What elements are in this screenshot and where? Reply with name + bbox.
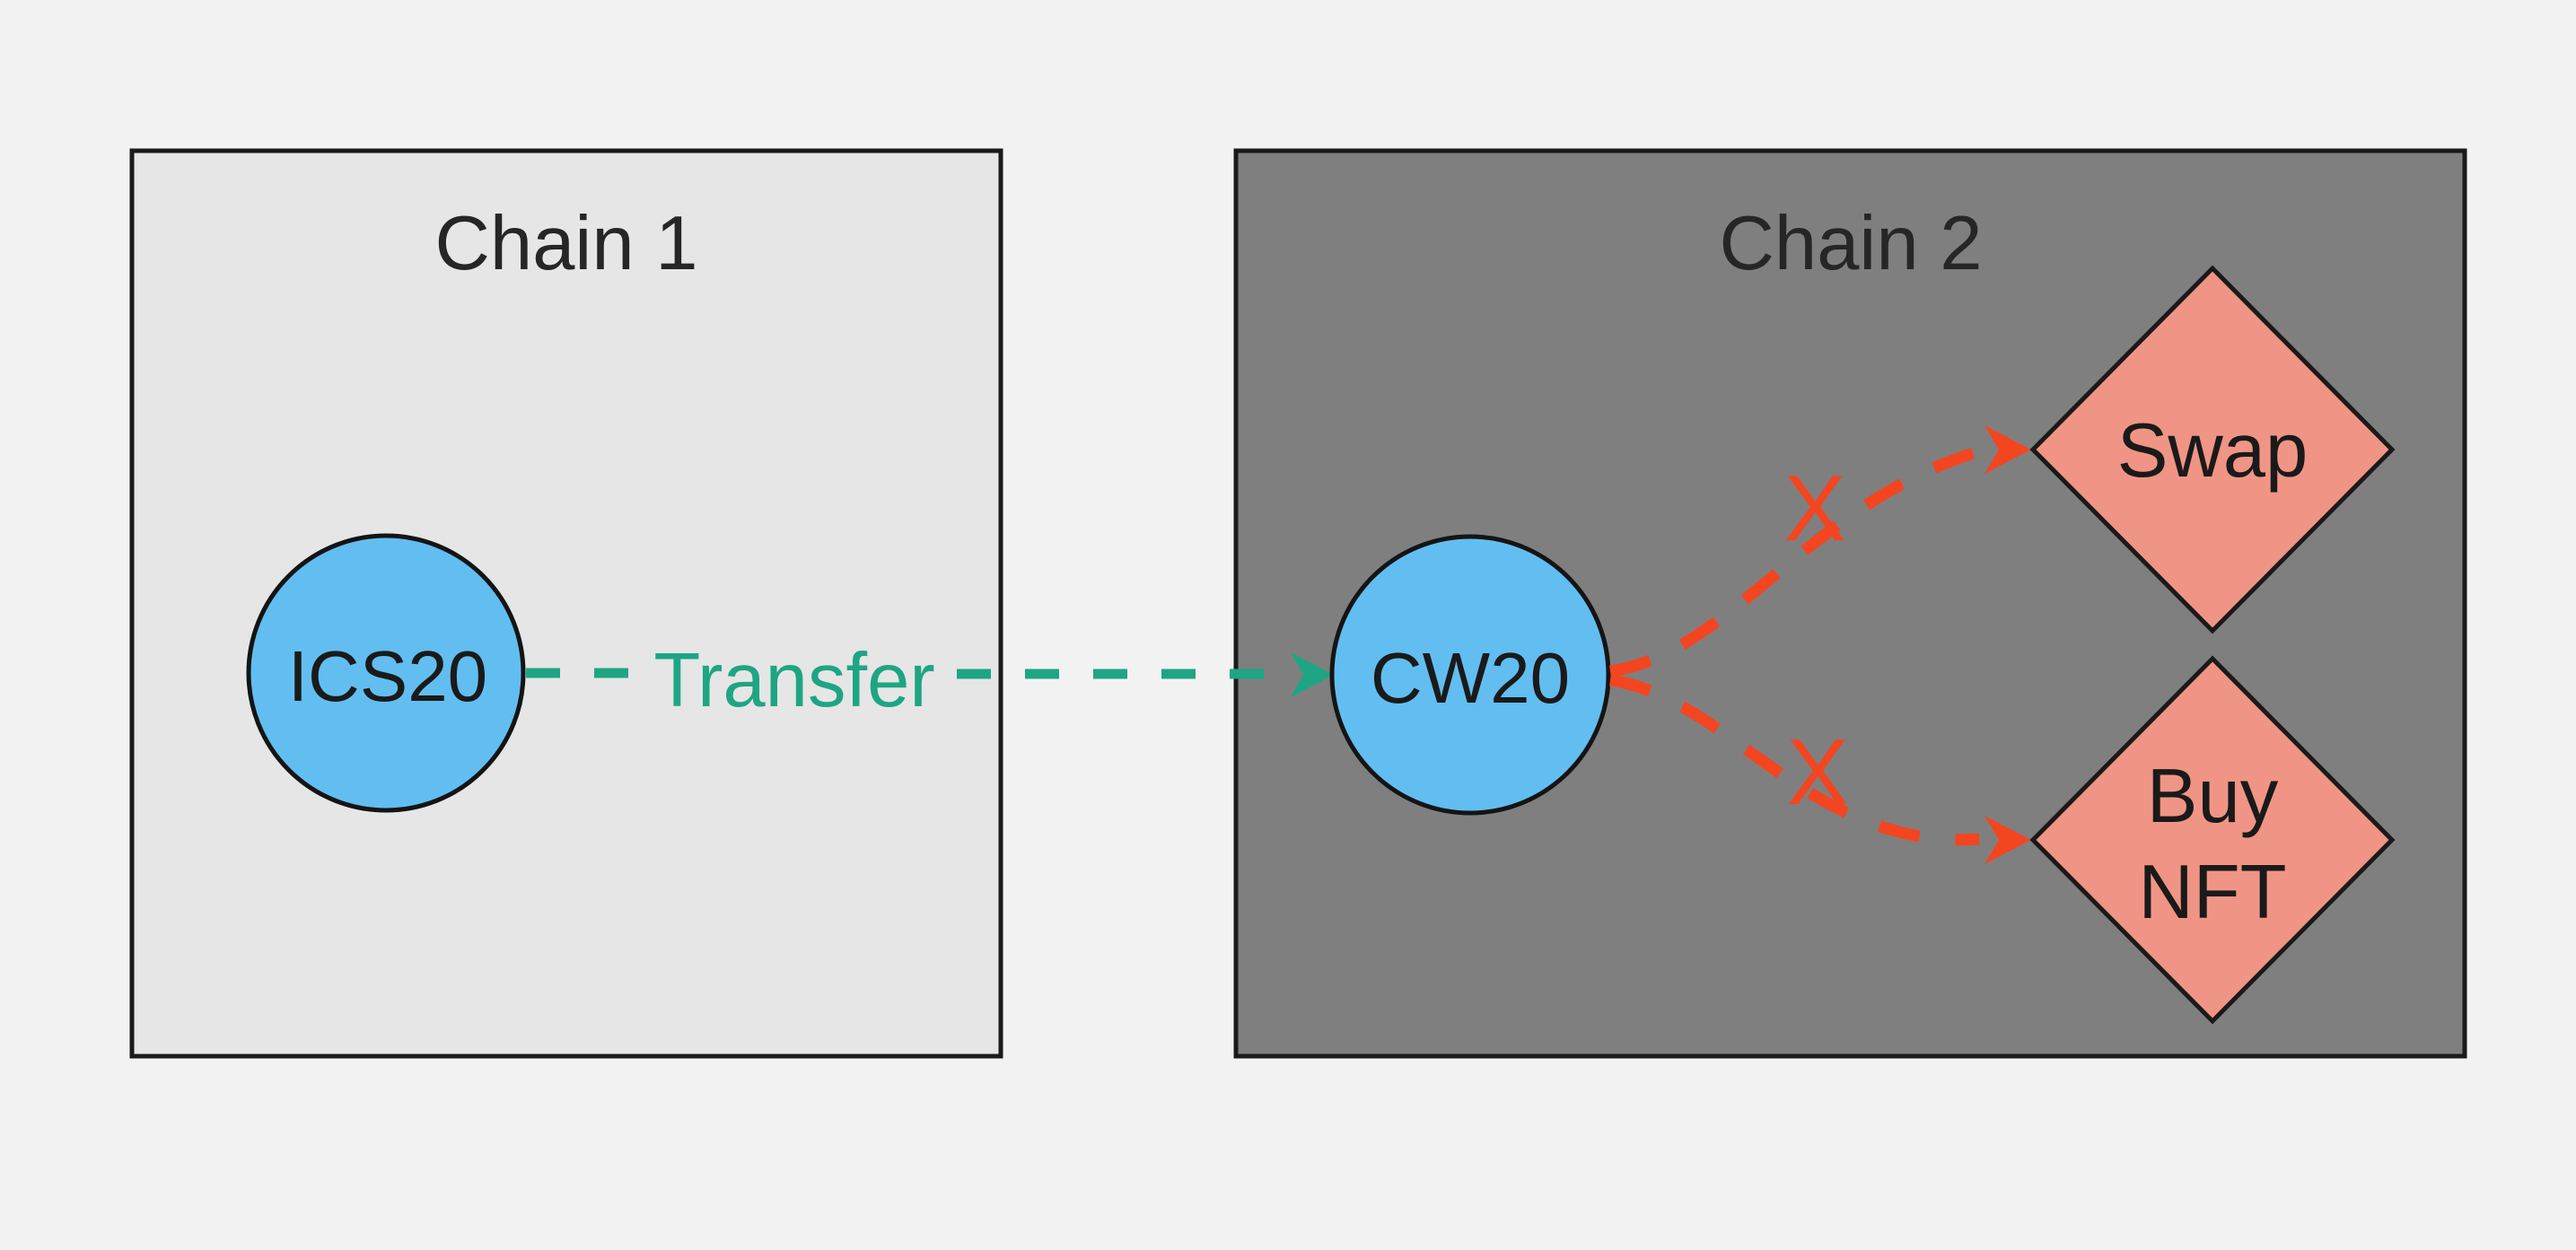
cw20-node: CW20 [1329, 534, 1611, 816]
swap-node: Swap [2029, 265, 2396, 634]
chain1-rect [129, 148, 1003, 1059]
ics20-node: ICS20 [246, 533, 526, 813]
cw20-circle [1329, 534, 1611, 816]
blocked-x-upper: X [1783, 457, 1845, 561]
chain1-title: Chain 1 [435, 201, 698, 286]
blocked-swap-dashed-curve [1609, 445, 1981, 677]
buy-nft-label-line2: NFT [2138, 850, 2286, 935]
chain1-box: Chain 1 [129, 148, 1003, 1059]
swap-diamond [2029, 265, 2396, 634]
swap-label: Swap [2117, 408, 2309, 494]
blocked-path-swap: X [1609, 425, 2031, 677]
ics20-circle [246, 533, 526, 813]
blocked-buy-nft-arrowhead-icon [1985, 816, 2031, 864]
blocked-swap-arrowhead-icon [1985, 425, 2031, 474]
buy-nft-node: Buy NFT [2029, 655, 2396, 1025]
cw20-label: CW20 [1371, 638, 1570, 718]
transfer-arrow: Transfer [526, 638, 1334, 723]
chain2-title: Chain 2 [1720, 201, 1983, 286]
ics20-label: ICS20 [288, 636, 487, 716]
buy-nft-diamond [2029, 655, 2396, 1025]
buy-nft-label-line1: Buy [2147, 754, 2279, 839]
blocked-x-lower: X [1786, 721, 1848, 825]
blocked-buy-nft-dashed-curve [1609, 674, 1980, 846]
transfer-label: Transfer [653, 638, 934, 723]
transfer-arrowhead-icon [1291, 652, 1334, 697]
blocked-path-buy-nft: X [1609, 674, 2031, 864]
